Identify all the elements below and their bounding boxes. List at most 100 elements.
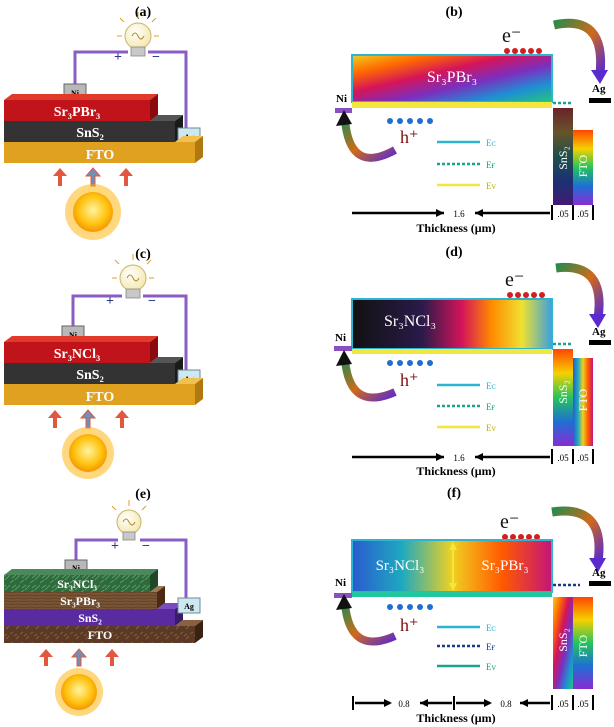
svg-text:SnS₂: SnS₂ [76, 126, 104, 141]
sun-icon [65, 184, 121, 240]
hole-transfer-arrow [341, 119, 397, 162]
circuit-wire [71, 294, 188, 372]
electron-dots [504, 48, 542, 54]
svg-text:.05: .05 [577, 699, 589, 709]
sun-icon [55, 668, 103, 716]
ag-label: Ag [184, 602, 194, 611]
band-legend: Eᴄ Eғ Eᴠ [437, 623, 496, 672]
absorber-label: Sr₃NCl₃ [384, 313, 436, 330]
negative-terminal: − [152, 50, 160, 65]
layer-fto: FTO [4, 136, 203, 163]
panel-f: (f) e⁻ Sr₃NCl₃ Sr₃PBr₃ Ni SnS₂ FTO Ag h⁺… [334, 486, 611, 725]
layer-sns2: SnS₂ [4, 357, 183, 384]
svg-text:.05: .05 [577, 453, 589, 463]
etl-label: SnS₂ [556, 380, 570, 404]
svg-text:Sr₃PBr₃: Sr₃PBr₃ [54, 105, 101, 120]
absorber-1-label: Sr₃NCl₃ [376, 558, 425, 574]
panel-d-label: (d) [445, 245, 462, 260]
electron-label: e⁻ [502, 25, 521, 47]
panel-c-label: (c) [135, 247, 151, 262]
etl-label: SnS₂ [556, 628, 570, 652]
svg-text:FTO: FTO [88, 628, 112, 642]
fto-block [573, 358, 593, 446]
svg-text:Eғ: Eғ [486, 642, 495, 652]
fto-label: FTO [576, 634, 590, 657]
axis-title: Thickness (μm) [416, 464, 495, 478]
fto-label: FTO [576, 154, 590, 177]
fto-label: FTO [576, 388, 590, 411]
fto-block [573, 597, 593, 689]
hole-label: h⁺ [400, 127, 419, 147]
thickness-axis: 1.6 .05 .05 Thickness (μm) [352, 449, 594, 478]
svg-text:1.6: 1.6 [453, 209, 465, 219]
svg-text:Eᴠ: Eᴠ [486, 662, 496, 672]
svg-text:Eᴠ: Eᴠ [486, 181, 496, 191]
svg-text:.05: .05 [577, 209, 589, 219]
electron-dots [507, 292, 545, 298]
svg-text:.05: .05 [557, 209, 569, 219]
band-legend: Eᴄ Eғ Eᴠ [437, 381, 496, 433]
fto-block [573, 130, 593, 205]
svg-text:Sr₃NCl₃: Sr₃NCl₃ [54, 347, 101, 362]
ni-contact [335, 108, 352, 113]
ag-label: Ag [592, 326, 606, 338]
band-legend: Eᴄ Eғ Eᴠ [437, 138, 496, 191]
svg-text:Eғ: Eғ [486, 160, 495, 170]
svg-text:0.8: 0.8 [398, 699, 410, 709]
layer-sr3pbr3: Sr₃PBr₃ [4, 94, 158, 121]
ni-contact [334, 346, 352, 351]
etl-label: SnS₂ [556, 146, 570, 170]
svg-text:1.6: 1.6 [453, 453, 465, 463]
ni-label: Ni [336, 93, 347, 105]
ag-label: Ag [592, 567, 606, 579]
svg-text:Eᴠ: Eᴠ [486, 423, 496, 433]
positive-terminal: + [111, 539, 119, 554]
layer-sr3ncl3: Sr₃NCl₃ [4, 336, 158, 363]
hole-transfer-arrow [341, 603, 397, 646]
lightbulb-icon [117, 12, 159, 57]
svg-text:Eғ: Eғ [486, 402, 495, 412]
layer-sns2: SnS₂ [4, 603, 183, 626]
svg-text:SnS₂: SnS₂ [78, 611, 102, 625]
hole-dots [387, 118, 433, 124]
hole-label: h⁺ [400, 615, 419, 635]
panel-c: (c) + − Ni Sr₃NCl₃ SnS₂ Ag [4, 247, 203, 479]
absorber-2-label: Sr₃PBr₃ [481, 558, 528, 574]
light-arrows [39, 648, 119, 667]
layer-fto: FTO [4, 378, 203, 405]
panel-f-label: (f) [447, 486, 461, 501]
positive-terminal: + [114, 50, 122, 65]
panel-d: (d) e⁻ Sr₃NCl₃ Ni SnS₂ FTO Ag h⁺ Eᴄ Eғ [334, 245, 611, 478]
svg-text:FTO: FTO [86, 148, 115, 163]
positive-terminal: + [106, 294, 114, 309]
axis-title: Thickness (μm) [416, 221, 495, 235]
panel-b: (b) e⁻ Sr₃PBr₃ Ni SnS₂ FTO Ag h⁺ [335, 5, 611, 235]
etl-block [553, 349, 573, 446]
ag-contact [177, 597, 201, 614]
absorber-block [351, 298, 553, 350]
negative-terminal: − [142, 539, 150, 554]
etl-block [553, 597, 573, 689]
layer-sns2: SnS₂ [4, 115, 183, 142]
electron-label: e⁻ [505, 269, 524, 291]
ni-label: Ni [335, 332, 346, 344]
layer-fto: FTO [4, 620, 203, 643]
electron-label: e⁻ [500, 511, 519, 533]
absorber-label: Sr₃PBr₃ [427, 69, 477, 86]
thickness-axis: 1.6 .05 .05 Thickness (μm) [352, 205, 594, 235]
hole-dots [387, 604, 433, 610]
ni-label: Ni [72, 564, 81, 573]
circuit-wire [74, 538, 188, 600]
panel-e-label: (e) [135, 487, 151, 502]
svg-text:0.8: 0.8 [500, 699, 512, 709]
lightbulb-icon [112, 254, 154, 299]
thickness-axis: 0.8 0.8 .05 .05 Thickness (μm) [352, 695, 594, 725]
panel-a: (a) + − Ni Sr₃PBr₃ SnS₂ Ag [4, 5, 203, 240]
svg-text:Eᴄ: Eᴄ [486, 381, 496, 391]
ni-contact [334, 593, 352, 598]
ni-label: Ni [71, 89, 80, 98]
light-arrows [48, 409, 129, 429]
light-arrows [53, 167, 133, 187]
electron-transfer-arrow [555, 262, 604, 319]
